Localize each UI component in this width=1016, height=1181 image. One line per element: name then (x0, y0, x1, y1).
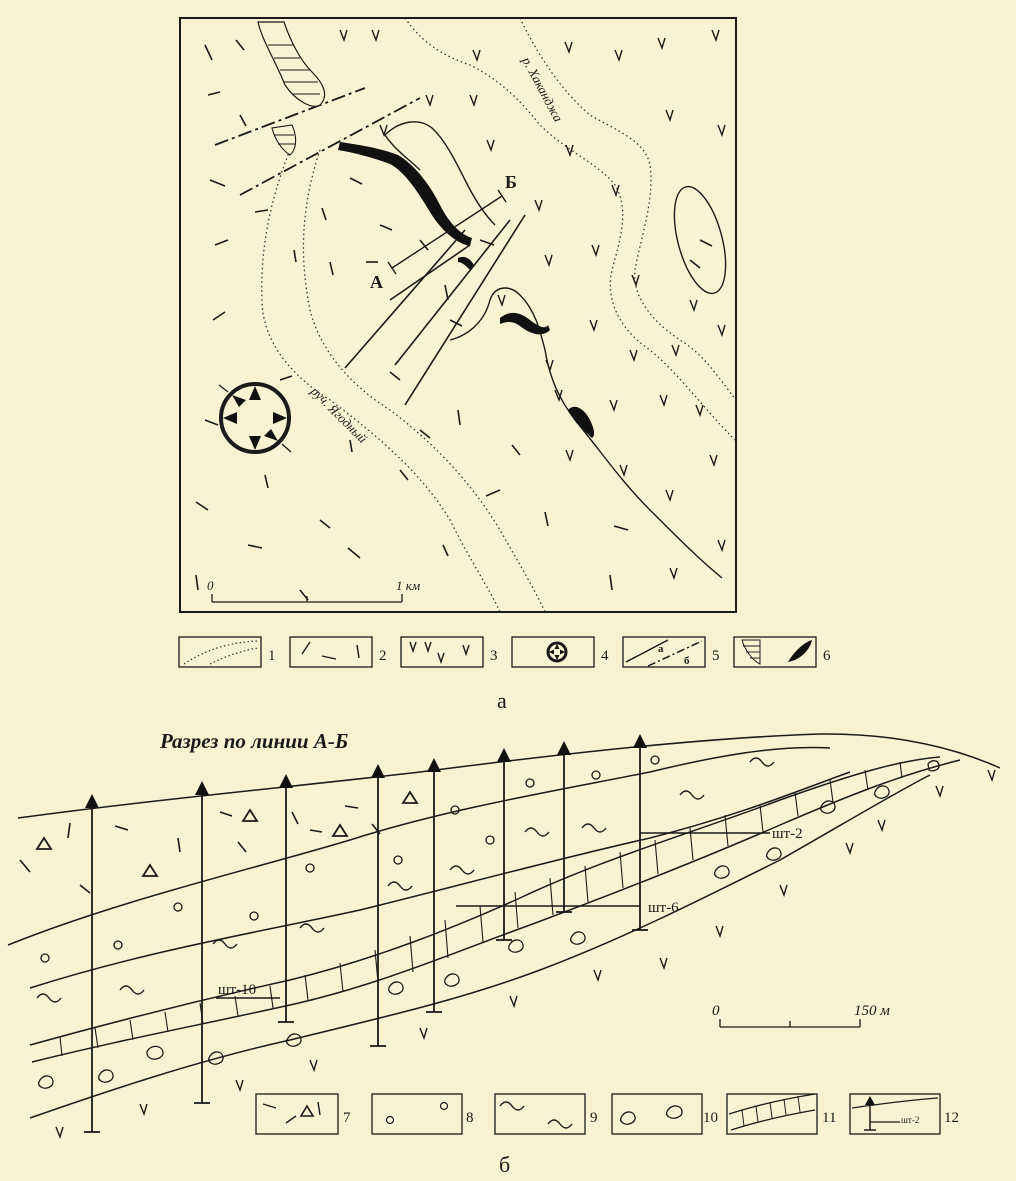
section-legend: 7 8 9 10 (255, 1093, 959, 1135)
adit-label-sht6: шт-6 (648, 900, 679, 916)
map-legend: 1 2 3 4 (178, 636, 831, 668)
legend-num-12: 12 (944, 1110, 959, 1126)
legend-item-10: 10 (611, 1093, 718, 1135)
map-scale-km: 1 км (396, 578, 420, 593)
section-scale-end: 150 м (854, 1003, 890, 1019)
legend-item-6: 6 (733, 636, 831, 668)
legend-12-adit-label: шт-2 (901, 1115, 919, 1125)
section-waves (36, 757, 775, 1003)
section-pebbles (37, 760, 940, 1089)
map-scale-bar: 0 1 км (207, 578, 420, 603)
legend-sub-b: б (684, 655, 690, 667)
legend-num-5: 5 (712, 648, 720, 664)
dash-dot-faults (214, 87, 421, 196)
boreholes (84, 748, 648, 1133)
map-frame (179, 17, 737, 613)
borehole-heads (85, 734, 647, 808)
legend-sub-a: а (658, 643, 664, 655)
legend-item-9: 9 (494, 1093, 598, 1135)
caption-a: а (497, 688, 507, 713)
legend-item-5: а б 5 (622, 636, 720, 668)
legend-num-9: 9 (590, 1110, 598, 1126)
legend-num-1: 1 (268, 648, 276, 664)
legend-item-11: 11 (726, 1093, 836, 1135)
legend-num-6: 6 (823, 648, 831, 664)
legend-item-1: 1 (178, 636, 276, 668)
cross-section: шт-10 шт-6 шт-2 (7, 733, 1001, 1140)
ore-bed-hatch (59, 761, 903, 1057)
section-line-ab (387, 189, 507, 275)
map-scale-zero: 0 (207, 578, 214, 593)
fault-lines (344, 214, 526, 406)
legend-num-8: 8 (466, 1110, 474, 1126)
legend-item-7: 7 (255, 1093, 351, 1135)
legend-item-3: 3 (400, 636, 498, 668)
legend-num-11: 11 (822, 1110, 836, 1126)
section-dashes (19, 805, 381, 894)
river-banks (261, 18, 736, 612)
section-scale-zero: 0 (712, 1003, 720, 1019)
legend-num-2: 2 (379, 648, 387, 664)
ore-bodies (338, 142, 595, 438)
legend-num-7: 7 (343, 1110, 351, 1126)
caption-b: б (499, 1152, 510, 1177)
legend-item-12: шт-2 12 (849, 1093, 959, 1135)
section-circles (40, 755, 660, 963)
layer-boundaries (7, 733, 1001, 1119)
section-triangles (35, 790, 419, 877)
legend-item-4: 4 (511, 636, 609, 668)
dash-symbols (195, 39, 713, 601)
legend-item-8: 8 (371, 1093, 474, 1135)
adit-label-sht10: шт-10 (218, 982, 256, 998)
point-b-label: Б (505, 172, 517, 192)
adit-label-sht2: шт-2 (772, 826, 803, 842)
legend-item-2: 2 (289, 636, 387, 668)
hatched-body (257, 21, 326, 156)
legend-num-4: 4 (601, 648, 609, 664)
point-a-label: А (370, 272, 383, 292)
volcanic-center-symbol (218, 382, 292, 454)
legend-num-3: 3 (490, 648, 498, 664)
legend-num-10: 10 (703, 1110, 718, 1126)
v-symbols (339, 29, 726, 581)
section-scale-bar: 0 150 м (712, 1003, 890, 1028)
section-title: Разрез по линии А-Б (159, 729, 348, 753)
adits (216, 832, 770, 999)
section-v-marks (55, 769, 996, 1140)
